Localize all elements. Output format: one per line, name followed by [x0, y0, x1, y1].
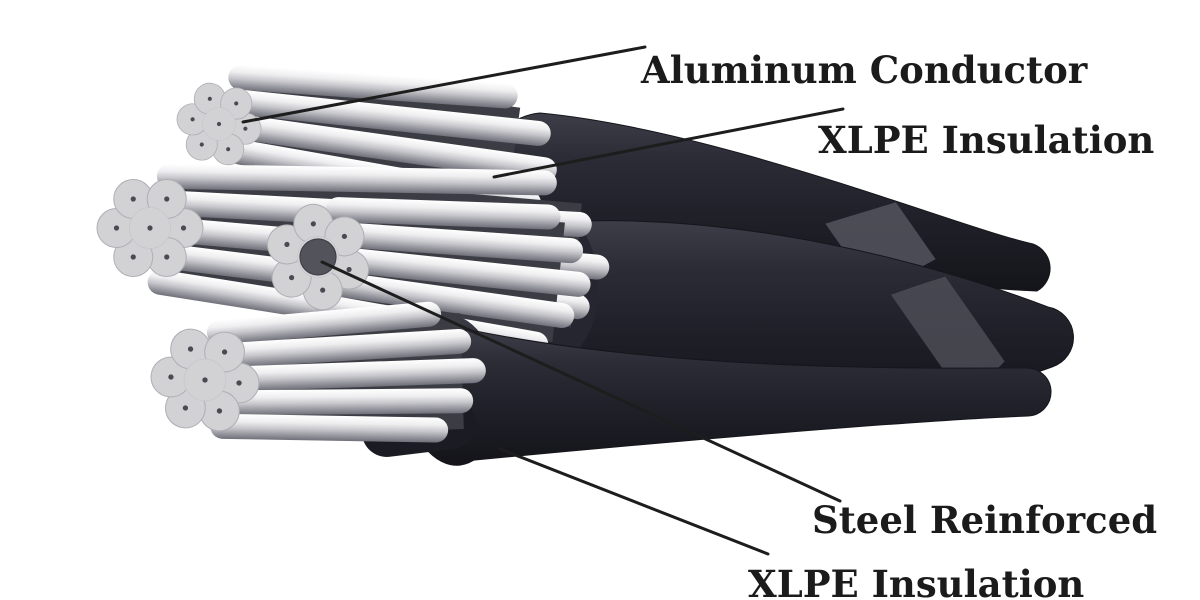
- label-xlpe-insulation-top: XLPE Insulation: [818, 118, 1155, 162]
- leader-xlpe-bottom: [498, 447, 770, 556]
- label-aluminum-conductor: Aluminum Conductor: [641, 48, 1088, 92]
- label-steel-reinforced: Steel Reinforced: [812, 498, 1158, 542]
- leader-lines: [241, 45, 845, 556]
- aluminum-strands-bottom: [206, 301, 486, 443]
- steel-core: [299, 238, 337, 276]
- leader-aluminum-conductor: [241, 45, 647, 124]
- leader-xlpe-top: [492, 107, 845, 179]
- label-xlpe-insulation-bottom: XLPE Insulation: [748, 562, 1085, 600]
- leader-steel-reinforced: [320, 260, 842, 503]
